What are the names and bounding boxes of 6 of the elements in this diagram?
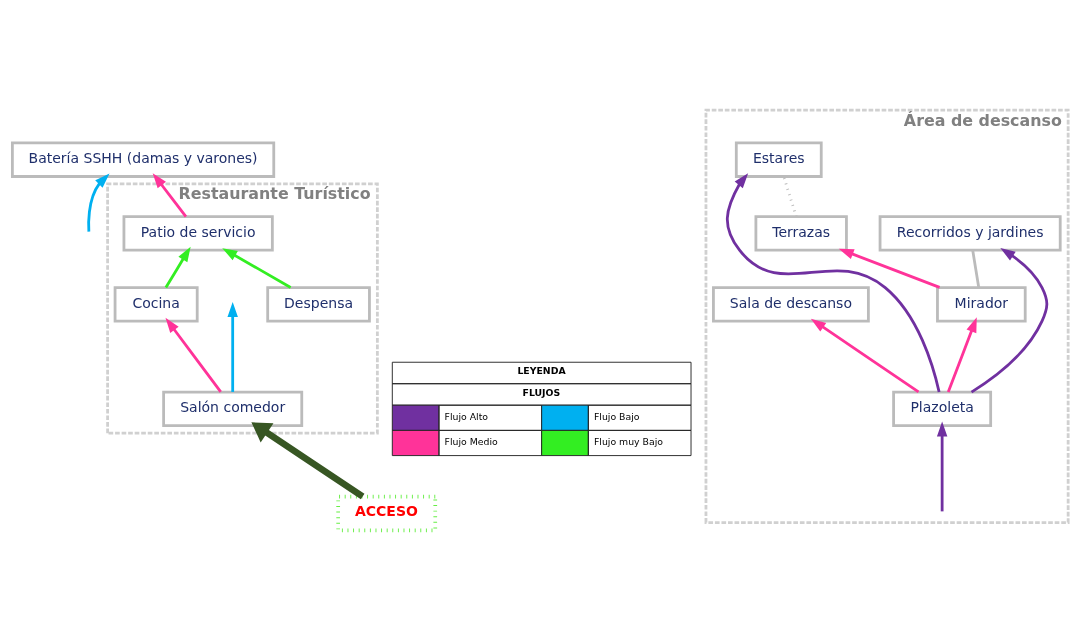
label: LEYENDA — [517, 365, 566, 377]
legend-label: Flujo Medio — [444, 436, 498, 448]
legend-label: Flujo Alto — [444, 411, 489, 423]
legend-label: Flujo Bajo — [593, 411, 640, 423]
label: FLUJOS — [522, 386, 561, 398]
legend-label: Flujo muy Bajo — [593, 436, 663, 448]
